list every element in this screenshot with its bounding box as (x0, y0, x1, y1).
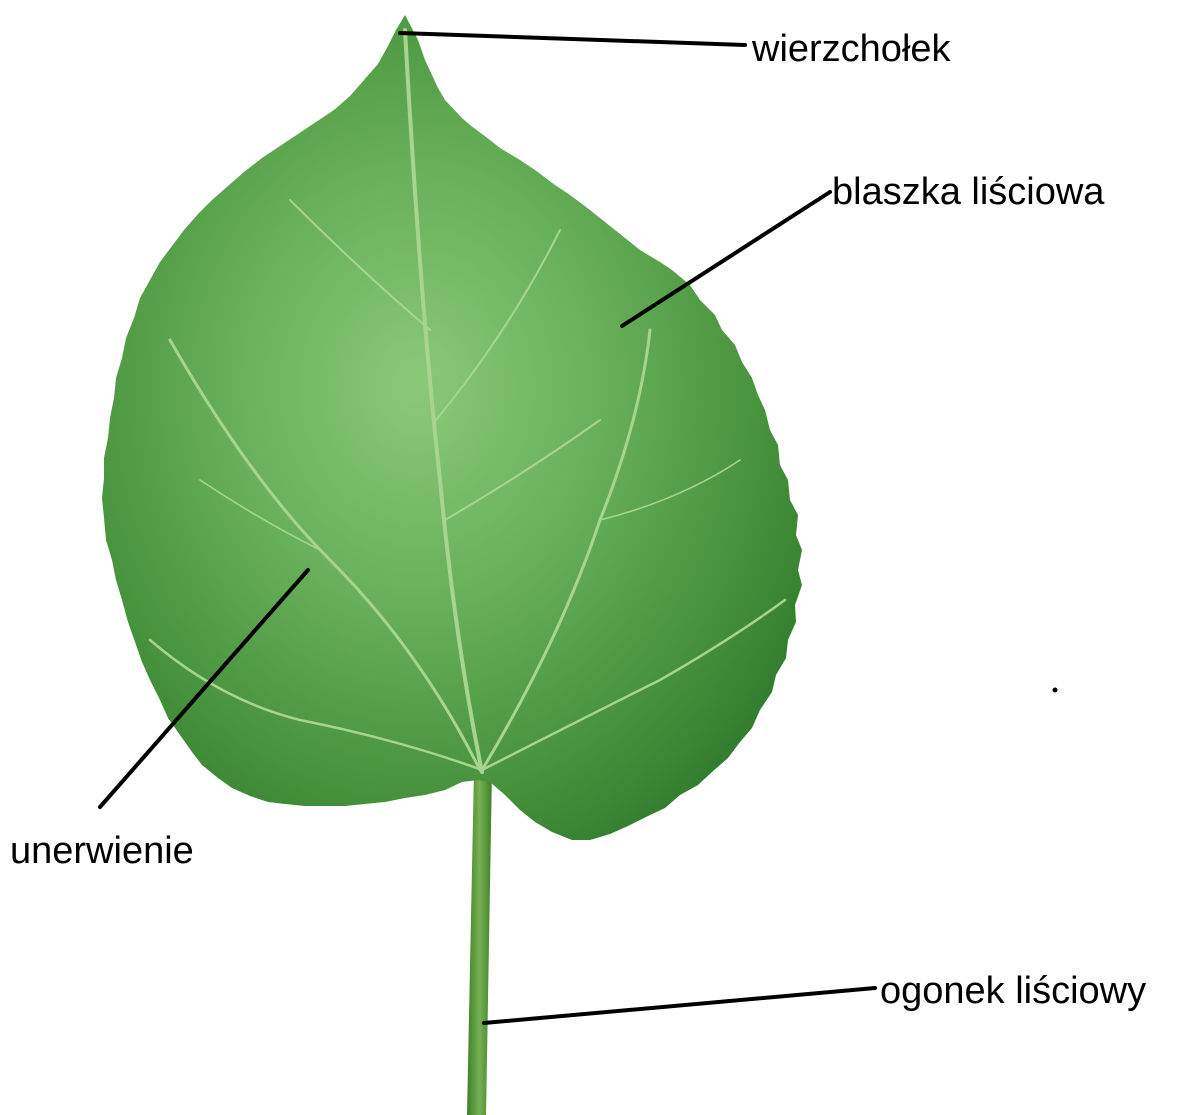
petiole (467, 770, 492, 1115)
apex-label: wierzchołek (752, 30, 951, 68)
petiole-leader-line (484, 988, 875, 1023)
stray-dot (1053, 688, 1058, 693)
petiole-label: ogonek liściowy (880, 972, 1146, 1010)
apex-leader-line (400, 33, 745, 45)
blade-label: blaszka liściowa (832, 173, 1104, 211)
venation-label: unerwienie (10, 832, 194, 870)
